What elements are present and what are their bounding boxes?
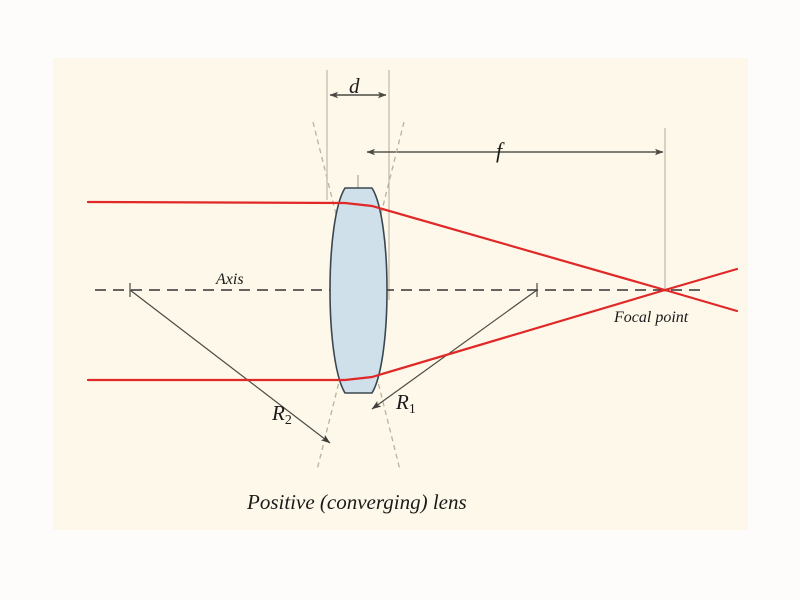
- label-radius-r1-base: R: [396, 390, 409, 414]
- label-radius-r2: R2: [272, 403, 292, 427]
- label-focal-length-f: f: [496, 138, 503, 163]
- construction-line-upper-left: [312, 121, 401, 471]
- incident-ray-upper: [86, 200, 739, 313]
- label-radius-r2-base: R: [272, 401, 285, 425]
- label-thickness-d: d: [349, 74, 360, 98]
- light-rays: [86, 200, 739, 382]
- radius-line-r2: [129, 289, 331, 444]
- diagram-panel: [53, 58, 748, 530]
- label-radius-r1-subscript: 1: [408, 400, 416, 416]
- figure-caption: Positive (converging) lens: [247, 490, 467, 514]
- radius-line-r1: [371, 289, 538, 410]
- label-axis: Axis: [216, 271, 244, 288]
- construction-lines: [312, 121, 405, 471]
- incident-ray-lower: [86, 267, 739, 382]
- label-focal-point: Focal point: [614, 309, 689, 326]
- construction-line-upper-right: [316, 121, 405, 471]
- label-radius-r1: R1: [396, 392, 416, 416]
- biconvex-lens: [329, 187, 388, 394]
- label-radius-r2-subscript: 2: [284, 411, 292, 427]
